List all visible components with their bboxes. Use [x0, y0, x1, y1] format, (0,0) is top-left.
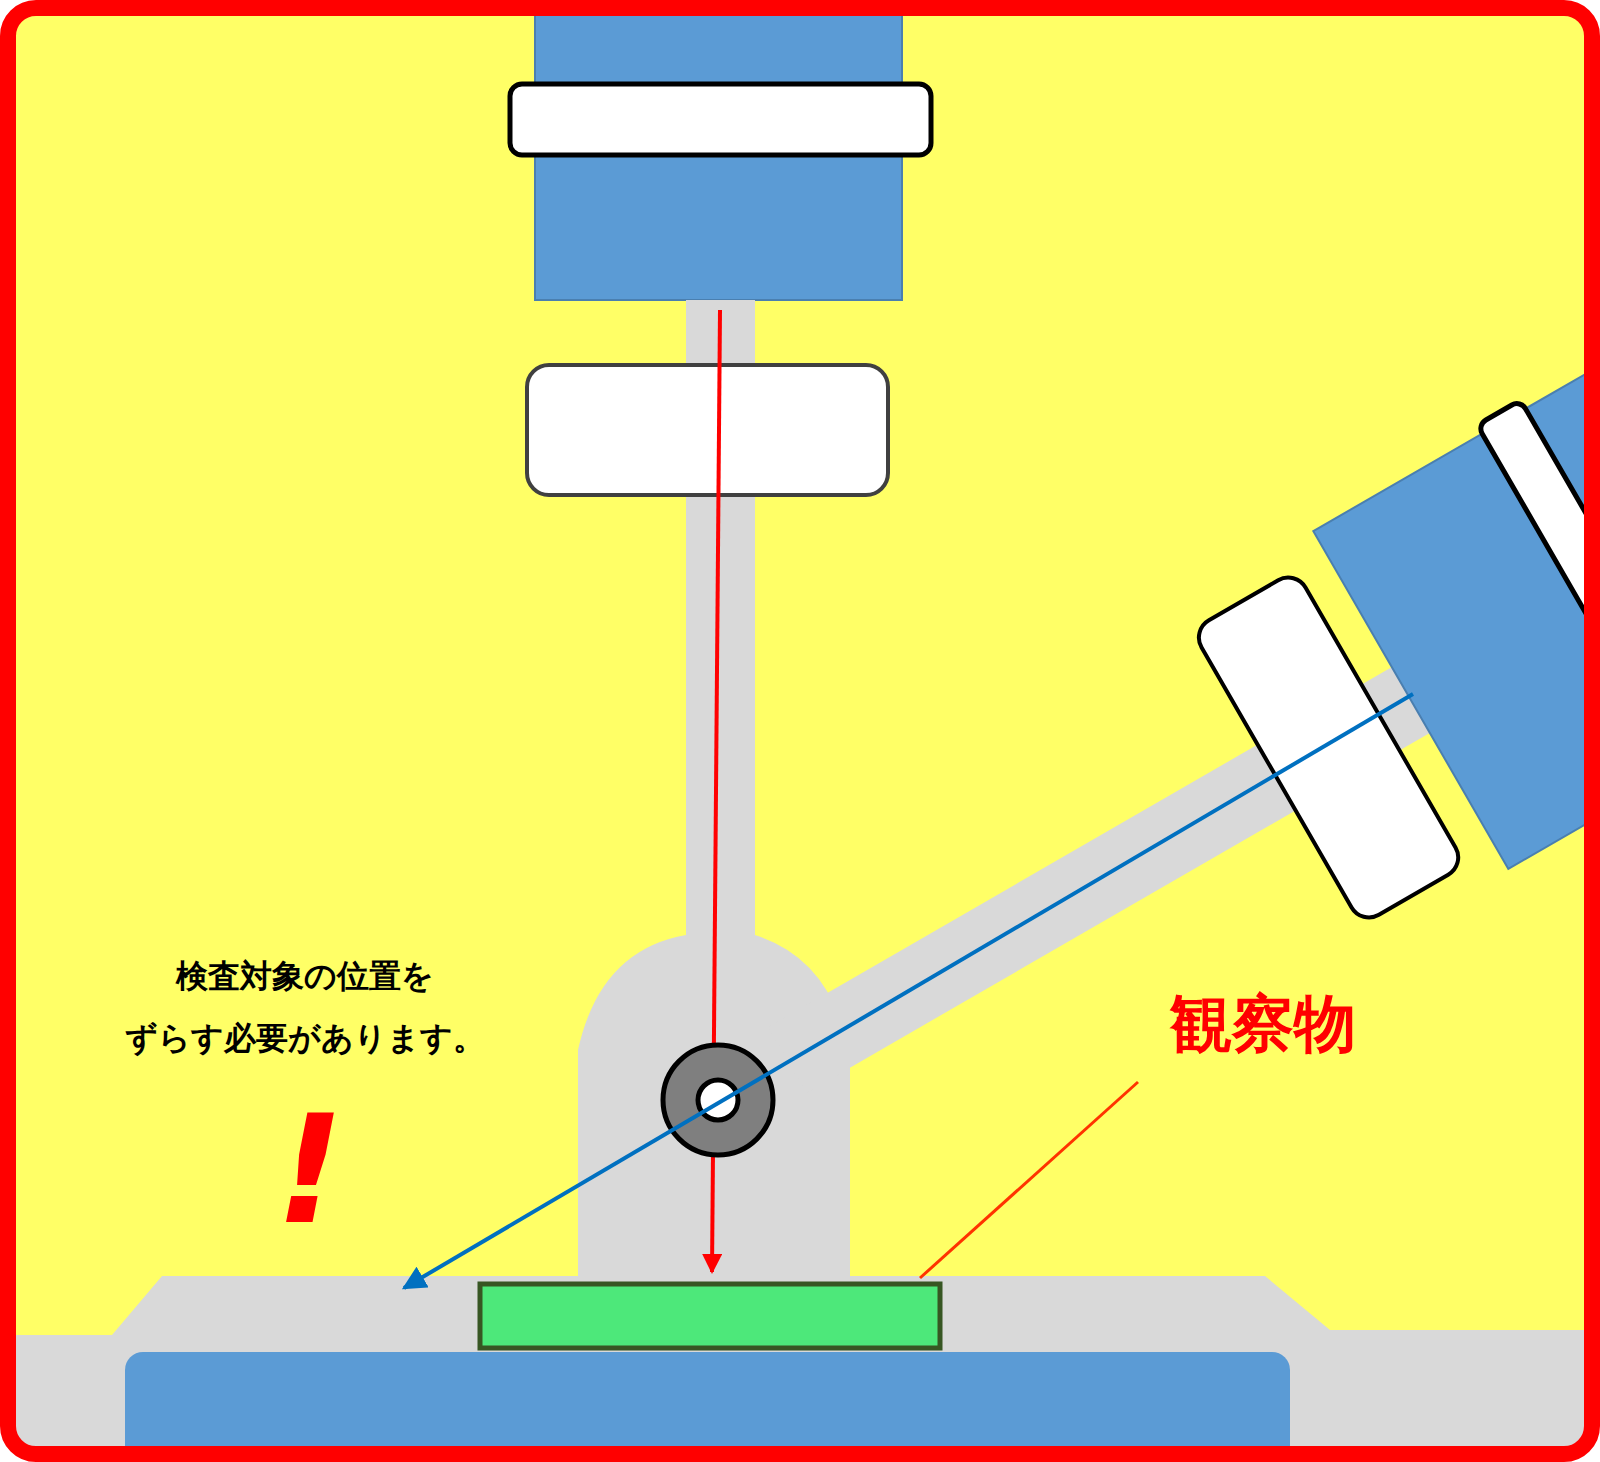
vertical-lens [527, 365, 888, 495]
pivot-hole [698, 1080, 738, 1120]
frame [8, 8, 1592, 1454]
pivot-ring [663, 1045, 773, 1155]
leader-line [920, 1082, 1138, 1278]
note-text: 検査対象の位置を ずらす必要があります。 [95, 945, 515, 1070]
part-label: 観察物 [1170, 990, 1430, 1058]
warning-mark: ! [270, 1095, 350, 1245]
objective-band [510, 84, 931, 155]
angled-objective-band [1477, 400, 1588, 780]
stage-base [125, 1352, 1290, 1450]
angled-lens [1192, 570, 1466, 924]
observed-object [480, 1284, 940, 1348]
